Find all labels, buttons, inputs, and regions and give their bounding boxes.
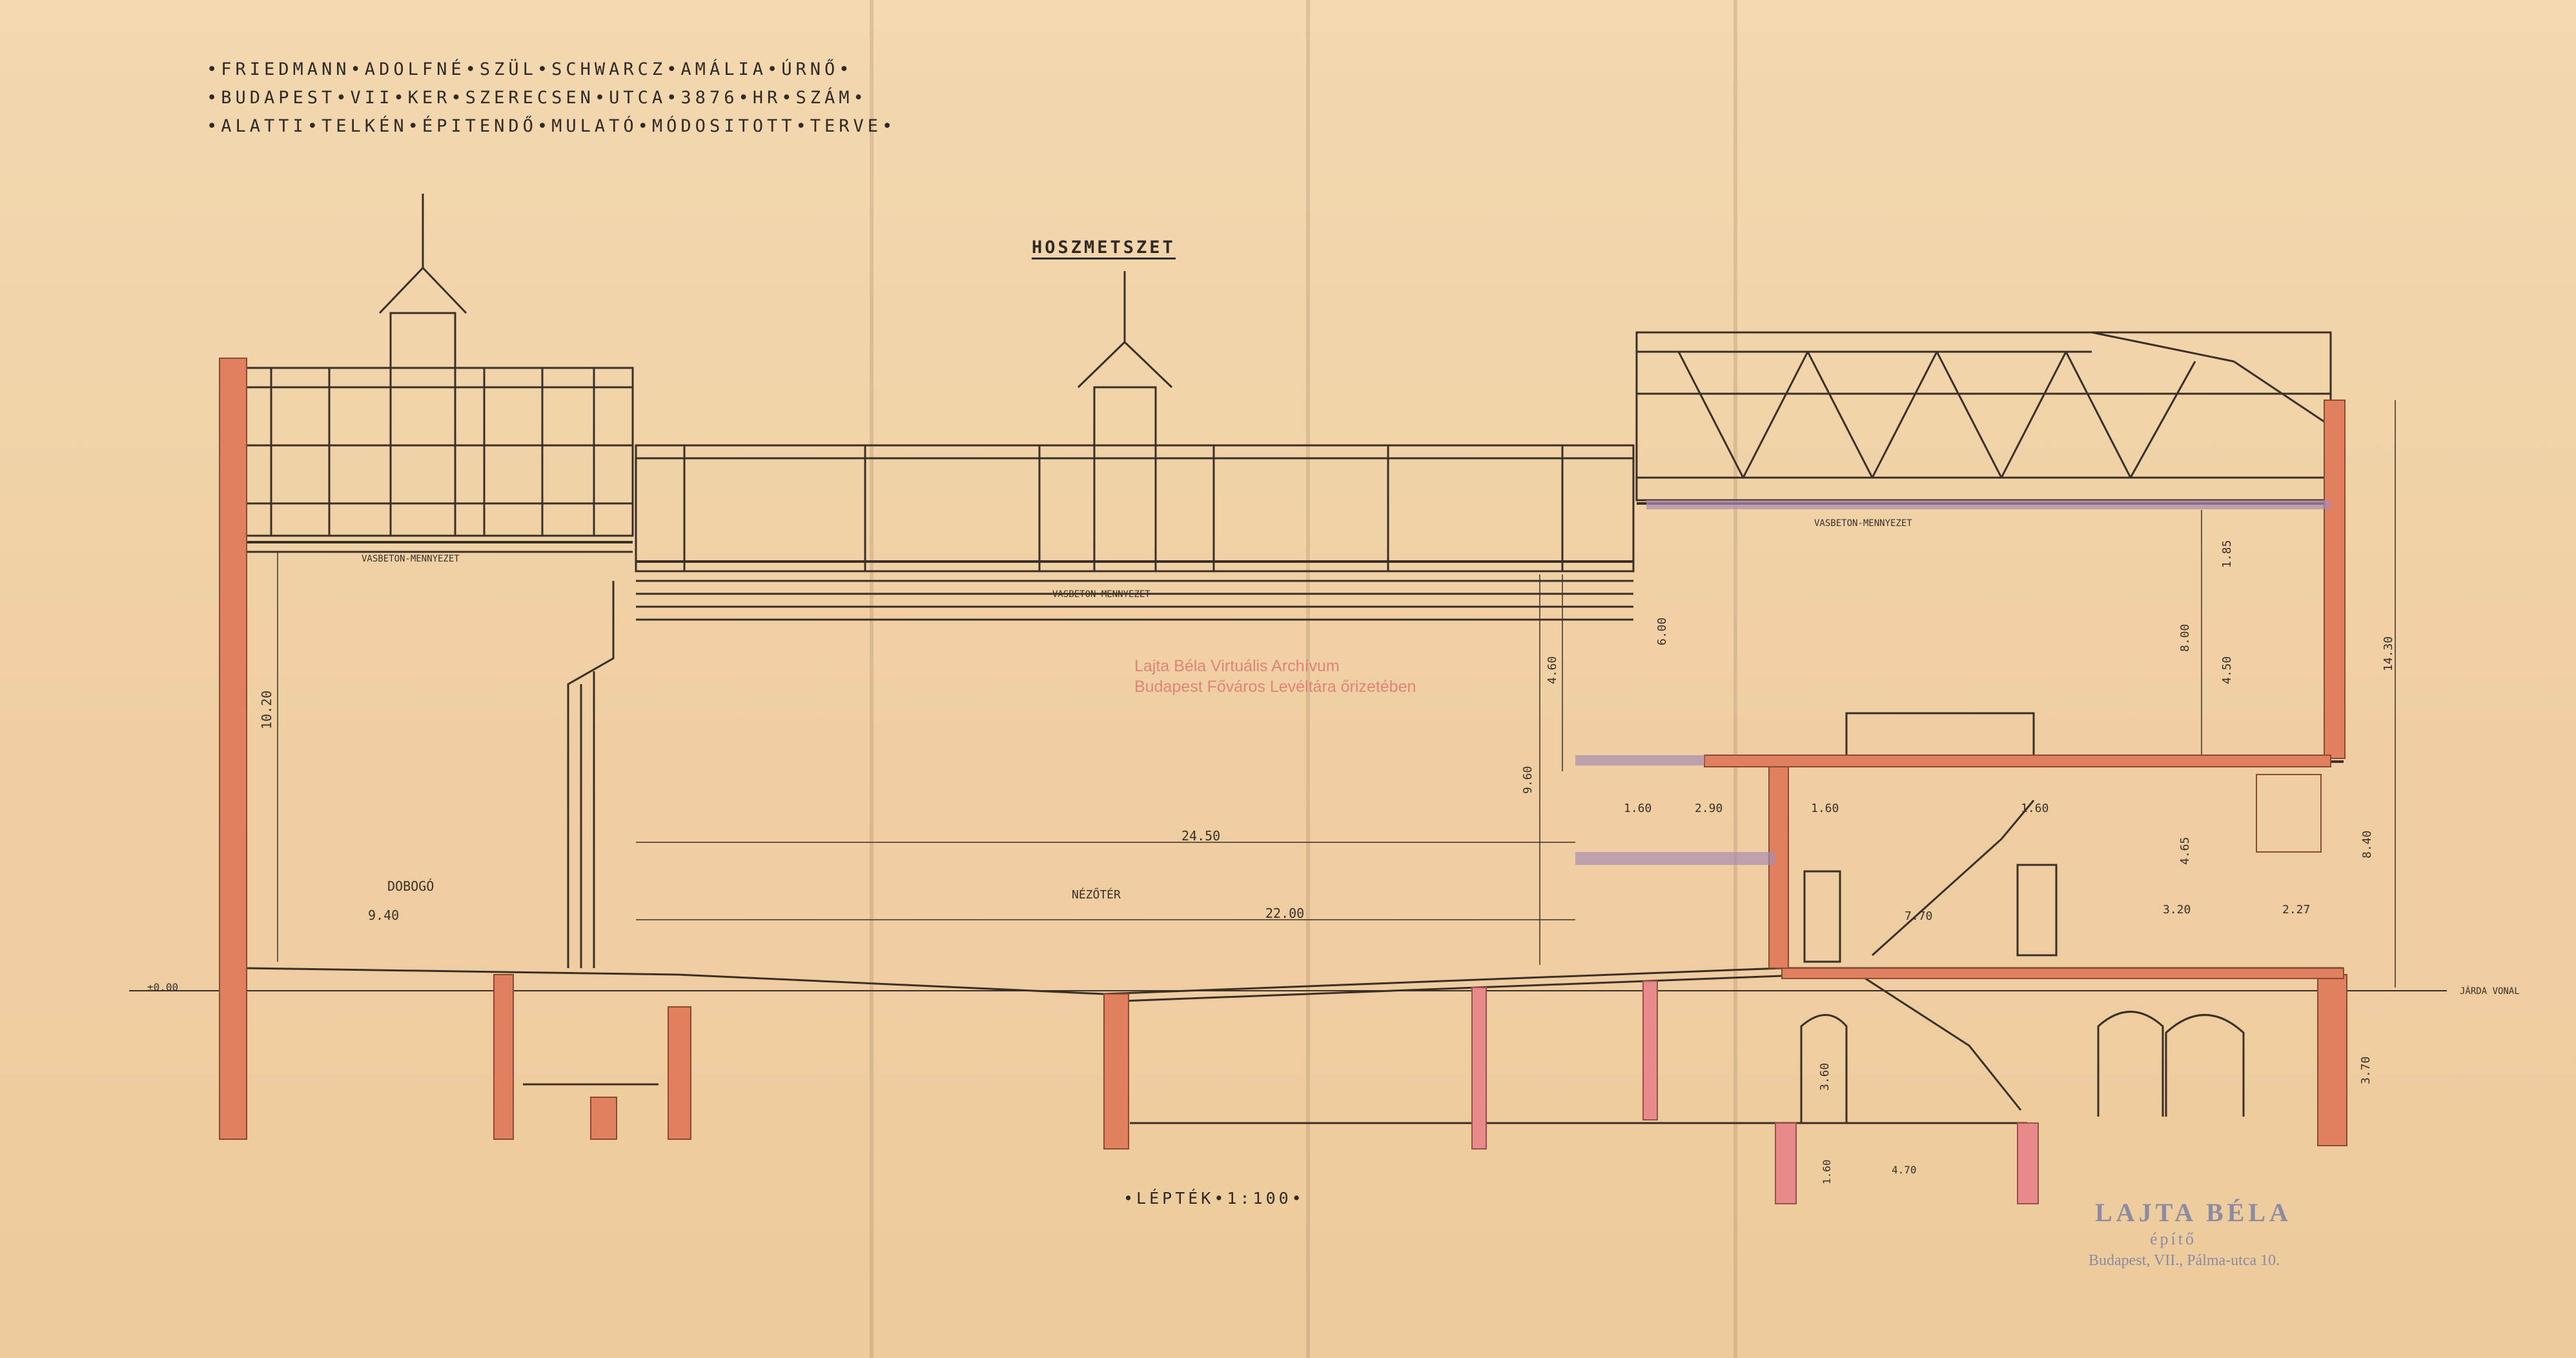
dim-depth-160: 1.60 [1821, 1159, 1833, 1184]
slab-label-center: VASBETON-MENNYEZET [1052, 589, 1150, 600]
dim-span-290: 2.90 [1695, 802, 1722, 815]
middle-roof-structure [635, 444, 1635, 573]
dim-height-185: 1.85 [2220, 540, 2234, 568]
left-tower [389, 312, 456, 537]
left-roof-structure [225, 367, 634, 537]
stairs-lower [1859, 973, 2022, 1111]
wall-pier [668, 1006, 691, 1140]
wall-footing [590, 1097, 617, 1140]
dim-height-800: 8.00 [2178, 624, 2192, 652]
fold-line [1733, 0, 1737, 1358]
title-line-1: •FRIEDMANN•ADOLFNÉ•SZÜL•SCHWARCZ•AMÁLIA•… [207, 59, 854, 79]
middle-tower-roof [1077, 340, 1173, 389]
scale-label: •LÉPTÉK•1:100• [1123, 1189, 1305, 1208]
section-title: HOSZMETSZET [1032, 238, 1176, 259]
dim-height-370: 3.70 [2359, 1057, 2373, 1084]
slab-label-left: VASBETON-MENNYEZET [362, 554, 460, 564]
slab-lilac [1646, 500, 2331, 509]
wall-basement-left [1103, 993, 1129, 1150]
foundation-pink [2017, 1122, 2039, 1204]
stamp-address: Budapest, VII., Pálma-utca 10. [2089, 1252, 2280, 1269]
title-line-2: •BUDAPEST•VII•KER•SZERECSEN•UTCA•3876•HR… [207, 88, 868, 108]
dim-hall-length: 24.50 [1181, 828, 1220, 844]
dim-height-360: 3.60 [1818, 1063, 1832, 1091]
title-line-3: •ALATTI•TELKÉN•ÉPITENDŐ•MULATÓ•MÓDOSITOT… [207, 116, 897, 136]
dim-height-600: 6.00 [1655, 618, 1669, 645]
dim-stage-width: 9.40 [368, 907, 399, 923]
dim-hall-floor: 22.00 [1265, 906, 1304, 921]
middle-tower [1093, 386, 1157, 573]
fold-line [1306, 0, 1310, 1358]
dim-span-160b: 1.60 [1811, 802, 1839, 815]
dim-span-320: 3.20 [2163, 903, 2191, 917]
dim-span-160a: 1.60 [1624, 802, 1651, 815]
dim-depth-470: 4.70 [1892, 1164, 1917, 1176]
slab-lilac [1575, 852, 1775, 865]
slab-label-right: VASBETON-MENNYEZET [1814, 518, 1912, 529]
dim-span-160c: 1.60 [2021, 802, 2049, 815]
room-label-auditorium: NÉZŐTÉR [1072, 887, 1121, 902]
watermark-line-2: Budapest Főváros Levéltára őrizetében [1134, 678, 1416, 696]
foundation-pink [1775, 1122, 1797, 1204]
dim-height-460: 4.60 [1546, 656, 1559, 684]
dim-height-1430: 14.30 [2382, 636, 2395, 671]
dim-height-960: 9.60 [1521, 766, 1535, 794]
dim-height-465: 4.65 [2178, 837, 2192, 865]
balcony-parapet [1845, 712, 2035, 763]
stamp-role: építő [2150, 1230, 2196, 1248]
dim-height-450: 4.50 [2220, 656, 2234, 684]
dim-stage-height: 10.20 [259, 691, 274, 729]
dim-height-840: 8.40 [2360, 831, 2374, 858]
wall-pier [493, 974, 514, 1140]
wall-right-lower [2317, 974, 2347, 1146]
right-roof-truss [1635, 331, 2332, 502]
stairs-upper [1871, 800, 2035, 957]
dim-span-227: 2.27 [2282, 903, 2310, 917]
column-pink [1471, 987, 1487, 1150]
slab-lilac [1575, 755, 1704, 765]
watermark-line-1: Lajta Béla Virtuális Archívum [1134, 657, 1340, 675]
stamp-name: LAJTA BÉLA [2095, 1198, 2292, 1227]
column-pink [1642, 980, 1658, 1120]
dim-span-770: 7.70 [1905, 909, 1932, 923]
room-label-stage: DOBOGÓ [387, 878, 434, 894]
street-level-label: JÁRDA VONAL [2460, 986, 2520, 997]
fold-line [870, 0, 874, 1358]
wall-right-upper [2324, 400, 2346, 759]
level-mark: ±0.00 [147, 981, 178, 993]
left-tower-roof [378, 266, 467, 314]
wall-left [219, 358, 247, 1140]
